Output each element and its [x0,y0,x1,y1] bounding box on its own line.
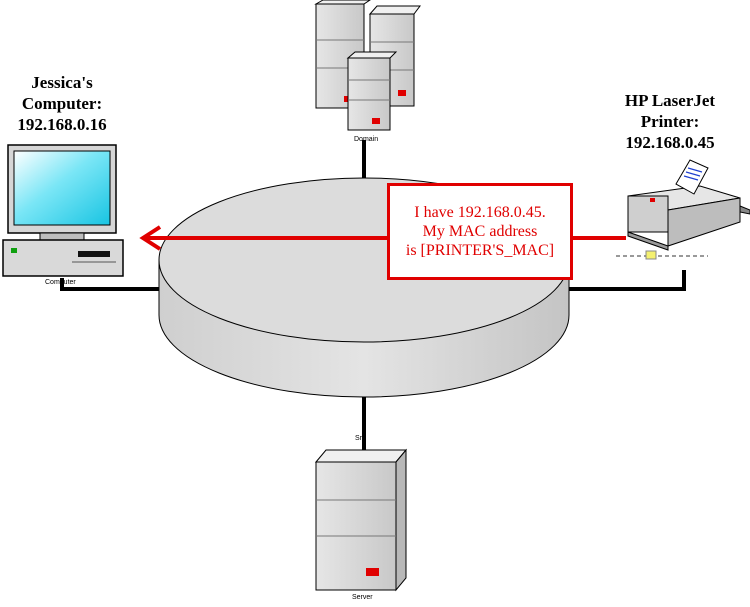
jessica-label: Jessica's Computer: 192.168.0.16 [4,72,120,135]
printer-name: HP LaserJet [624,91,716,110]
server-link-caption: Sre [355,435,366,442]
server-caption: Server [352,594,373,601]
callout-line-3: is [PRINTER'S_MAC] [405,242,555,259]
printer-label: HP LaserJet Printer: 192.168.0.45 [608,90,732,153]
domain-caption: Domain [354,136,379,143]
printer-ip: 192.168.0.45 [625,133,715,152]
jessica-ip: 192.168.0.16 [17,115,107,134]
network-hub [158,177,570,398]
computer-icon [2,144,124,277]
callout-line-1: I have 192.168.0.45. [414,204,546,221]
computer-caption: Computer [45,279,76,286]
arp-reply-callout: I have 192.168.0.45. My MAC address is [… [387,183,573,280]
jessica-type: Computer: [21,94,103,113]
printer-icon [616,159,750,260]
server-tower-icon [314,448,408,592]
callout-line-2: My MAC address [422,223,538,240]
jessica-name: Jessica's [31,73,93,92]
domain-servers-icon [314,0,421,131]
printer-type: Printer: [640,112,700,131]
